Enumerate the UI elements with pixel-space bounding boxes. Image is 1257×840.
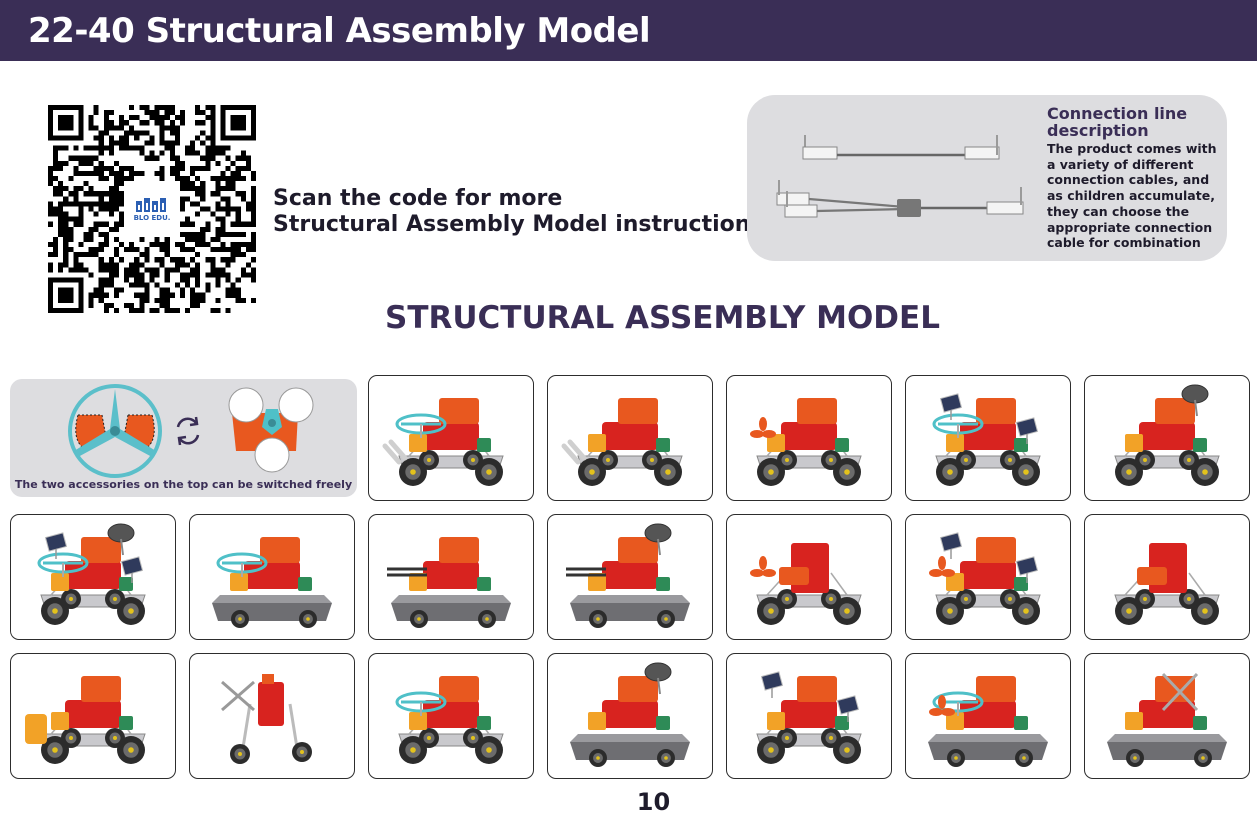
model-illustration <box>382 398 504 486</box>
logo-icon <box>136 197 166 212</box>
model-tile-climber-car[interactable] <box>1084 514 1250 640</box>
model-tile-propeller-board[interactable] <box>189 514 355 640</box>
model-illustration <box>1114 384 1220 486</box>
model-illustration <box>1107 672 1227 767</box>
model-tile-gun-board[interactable] <box>368 514 534 640</box>
scan-instructions: Scan the code for more Structural Assemb… <box>273 186 764 238</box>
model-illustration <box>932 393 1041 486</box>
model-illustration <box>750 398 862 486</box>
model-tile-radar-board[interactable] <box>547 653 713 779</box>
page-number: 10 <box>636 788 671 816</box>
model-illustration <box>395 676 504 764</box>
qr-logo: BLO EDU. <box>128 185 176 233</box>
straight-cable <box>802 135 1000 160</box>
model-illustration <box>212 537 332 628</box>
accessories-panel: The two accessories on the top can be sw… <box>10 379 357 497</box>
model-tile-propeller-car[interactable] <box>368 375 534 501</box>
model-tile-solar-car[interactable] <box>905 375 1071 501</box>
model-tile-fan-hovercraft[interactable] <box>905 653 1071 779</box>
model-tile-fan-car[interactable] <box>726 375 892 501</box>
connection-cables-illustration <box>776 135 1024 218</box>
swap-arrows-icon <box>176 416 200 446</box>
connection-title-line-1: Connection line <box>1047 104 1188 123</box>
connection-desc-line: connection cables, and <box>1047 172 1210 188</box>
section-title: STRUCTURAL ASSEMBLY MODEL <box>385 300 940 336</box>
connection-panel: Connection line description The product … <box>747 95 1227 261</box>
model-tile-fan-tall-car[interactable] <box>726 514 892 640</box>
model-illustration <box>929 532 1041 625</box>
page-title: 22-40 Structural Assembly Model <box>28 11 651 51</box>
model-illustration <box>561 398 683 486</box>
logo-text: BLO EDU. <box>133 213 171 222</box>
connection-description: The product comes with a variety of diff… <box>1047 141 1219 251</box>
connection-desc-line: cable for combination <box>1047 235 1201 251</box>
model-tile-radar-car[interactable] <box>1084 375 1250 501</box>
model-illustration <box>570 662 690 767</box>
scan-line-1: Scan the code for more <box>273 186 563 211</box>
connection-desc-line: they can choose the <box>1047 203 1190 219</box>
model-tile-claw-car[interactable] <box>547 375 713 501</box>
model-tile-solar-fan-car[interactable] <box>905 514 1071 640</box>
model-tile-bulldozer[interactable] <box>10 653 176 779</box>
propeller-accessory-icon <box>68 384 162 478</box>
model-illustration <box>25 676 146 764</box>
model-illustration <box>37 523 146 625</box>
qr-code[interactable]: BLO EDU. <box>48 105 256 313</box>
connection-desc-line: appropriate connection <box>1047 219 1213 235</box>
model-tile-radar-solar-car[interactable] <box>10 514 176 640</box>
connection-desc-line: a variety of different <box>1047 156 1194 172</box>
model-illustration <box>221 674 312 764</box>
model-illustration <box>387 537 511 628</box>
model-illustration <box>1114 543 1220 625</box>
splitter-cable <box>776 180 1024 218</box>
model-illustration <box>756 671 862 764</box>
scan-line-2: Structural Assembly Model instructions <box>273 212 764 237</box>
connection-desc-line: The product comes with <box>1047 141 1217 156</box>
connection-title-line-2: description <box>1047 121 1149 140</box>
fan-accessory-icon <box>228 387 314 473</box>
model-tile-solar-walker[interactable] <box>726 653 892 779</box>
model-tile-trike[interactable] <box>368 653 534 779</box>
header-bar: 22-40 Structural Assembly Model <box>0 0 1257 61</box>
model-tile-radar-gun-board[interactable] <box>547 514 713 640</box>
model-tile-windmill-board[interactable] <box>1084 653 1250 779</box>
connection-desc-line: as children accumulate, <box>1047 188 1215 204</box>
accessories-note: The two accessories on the top can be sw… <box>14 478 353 491</box>
model-illustration <box>566 523 690 628</box>
accessories-illustration <box>68 384 314 478</box>
model-illustration <box>750 543 862 625</box>
model-tile-windmill[interactable] <box>189 653 355 779</box>
connection-title: Connection line description <box>1047 105 1217 139</box>
model-illustration <box>928 676 1048 767</box>
